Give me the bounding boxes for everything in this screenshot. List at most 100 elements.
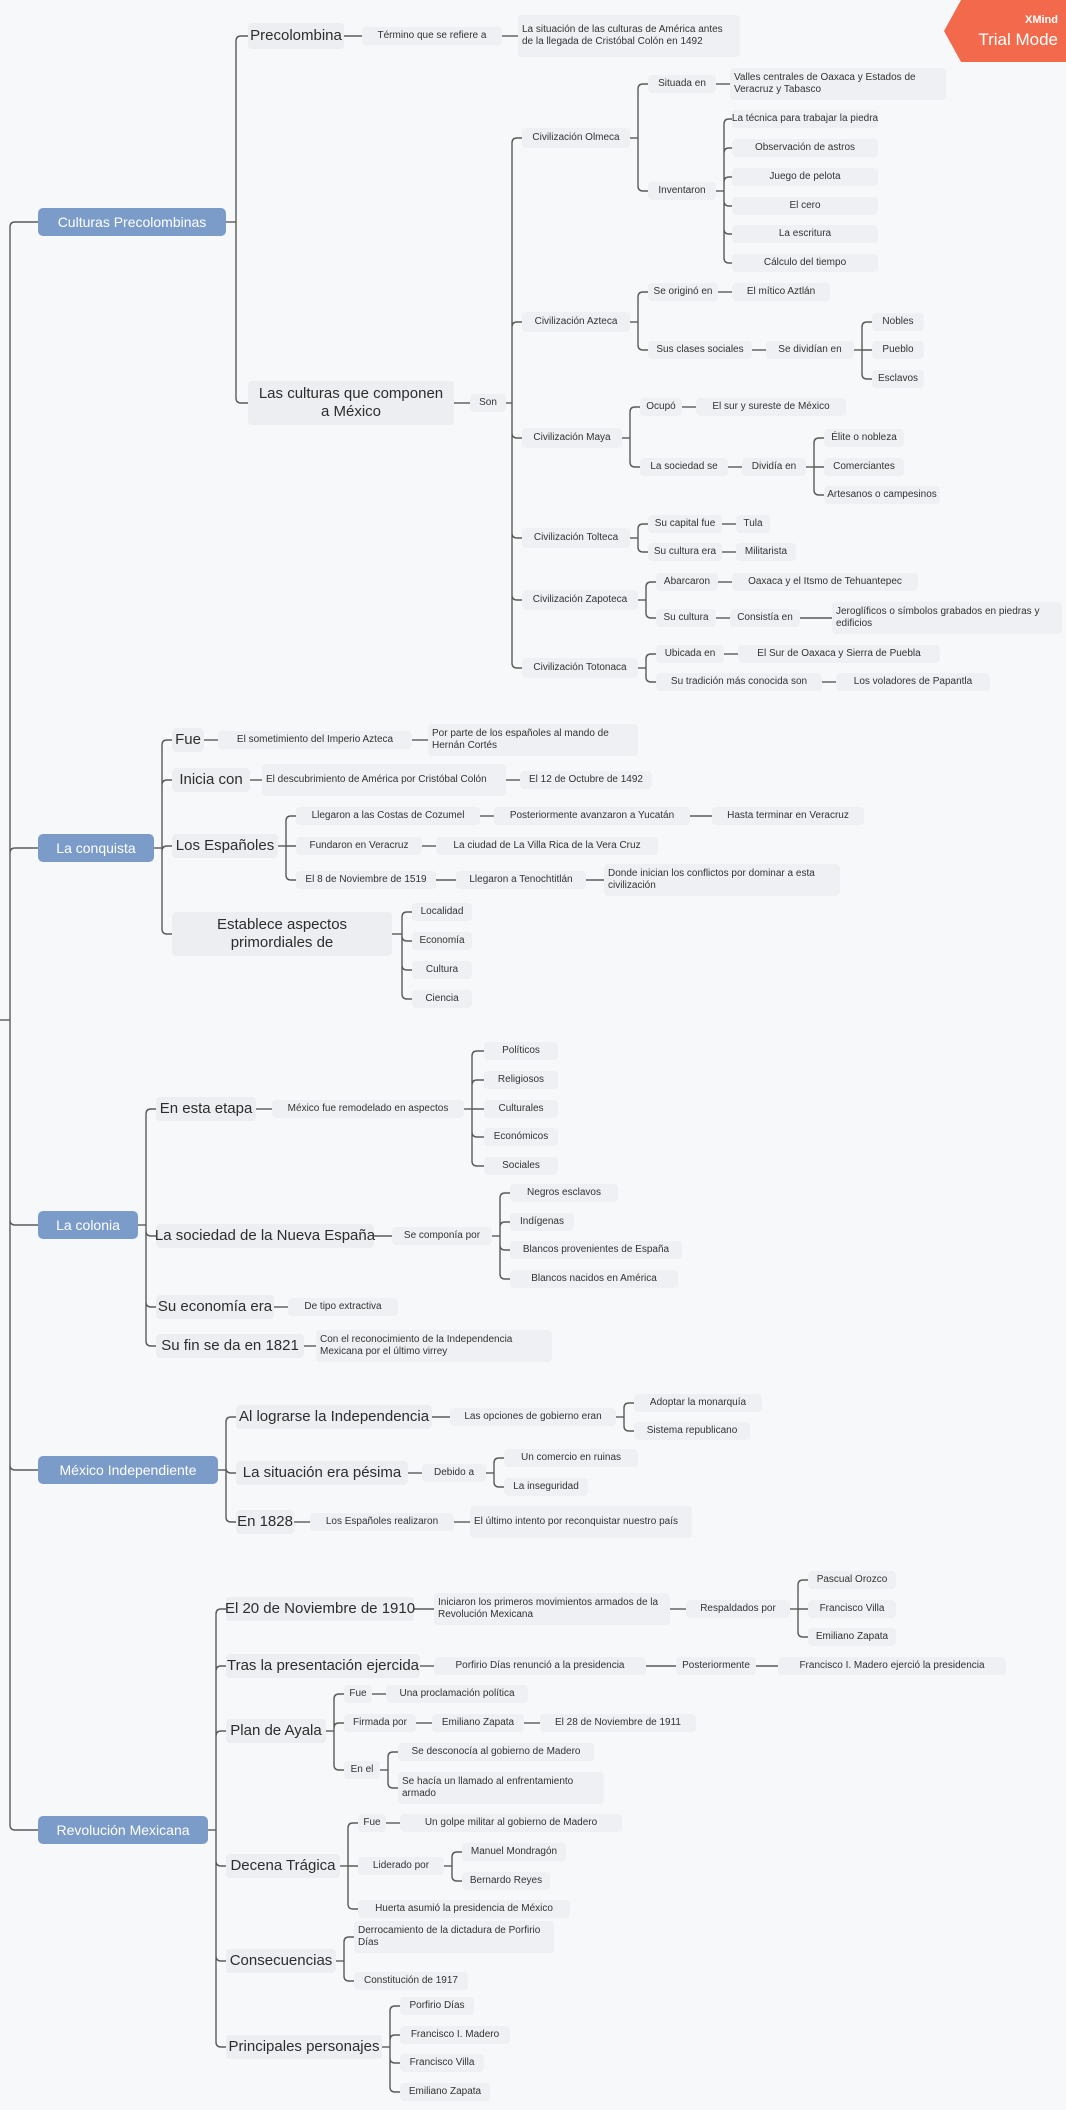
civ-olmeca[interactable]: Civilización Olmeca <box>522 128 630 148</box>
subtopic-economia[interactable]: Su economía era <box>156 1295 274 1319</box>
subtopic-sociedad[interactable]: La sociedad de la Nueva España <box>155 1224 375 1248</box>
node-28-noviembre[interactable]: El 28 de Noviembre de 1911 <box>540 1714 696 1732</box>
debido-inseguridad[interactable]: La inseguridad <box>504 1478 588 1496</box>
civ-zapoteca[interactable]: Civilización Zapoteca <box>522 590 638 610</box>
personaje-2[interactable]: Francisco I. Madero <box>400 2026 510 2044</box>
olmeca-invento-2[interactable]: Observación de astros <box>732 139 878 157</box>
civ-totonaca[interactable]: Civilización Totonaca <box>522 658 638 678</box>
colonia-aspecto-2[interactable]: Religiosos <box>484 1071 558 1089</box>
node-villa-rica[interactable]: La ciudad de La Villa Rica de la Vera Cr… <box>436 837 658 855</box>
colonia-aspecto-5[interactable]: Sociales <box>484 1157 558 1175</box>
subtopic-decena[interactable]: Decena Trágica <box>226 1854 340 1878</box>
azteca-clase-2[interactable]: Pueblo <box>872 341 924 359</box>
node-yucatan[interactable]: Posteriormente avanzaron a Yucatán <box>494 807 690 825</box>
node-remodelado[interactable]: México fue remodelado en aspectos <box>272 1100 464 1118</box>
consecuencia-1[interactable]: Derrocamiento de la dictadura de Porfiri… <box>354 1921 554 1953</box>
colonia-grupo-1[interactable]: Negros esclavos <box>510 1184 618 1202</box>
maya-clase-2[interactable]: Comerciantes <box>824 458 904 476</box>
subtopic-precolombina[interactable]: Precolombina <box>248 23 344 49</box>
respaldo-1[interactable]: Pascual Orozco <box>808 1571 896 1589</box>
personaje-4[interactable]: Emiliano Zapata <box>400 2083 490 2101</box>
node-madero-ejercio[interactable]: Francisco I. Madero ejerció la presidenc… <box>778 1657 1006 1675</box>
subtopic-inicia[interactable]: Inicia con <box>172 768 250 792</box>
topic-revolucion[interactable]: Revolución Mexicana <box>38 1816 208 1844</box>
civ-azteca[interactable]: Civilización Azteca <box>522 312 630 332</box>
node-proclamacion[interactable]: Una proclamación política <box>386 1685 528 1703</box>
maya-clase-3[interactable]: Artesanos o campesinos <box>824 486 940 504</box>
debido-comercio[interactable]: Un comercio en ruinas <box>504 1449 638 1467</box>
node-golpe[interactable]: Un golpe militar al gobierno de Madero <box>400 1814 622 1832</box>
node-ubicada-val[interactable]: El Sur de Oaxaca y Sierra de Puebla <box>738 645 940 663</box>
aspecto-4[interactable]: Ciencia <box>412 990 472 1008</box>
colonia-aspecto-4[interactable]: Económicos <box>484 1128 558 1146</box>
node-consistia[interactable]: Consistía en <box>730 609 800 627</box>
lider-reyes[interactable]: Bernardo Reyes <box>462 1872 550 1890</box>
node-oaxaca[interactable]: Oaxaca y el Itsmo de Tehuantepec <box>732 573 918 591</box>
aspecto-3[interactable]: Cultura <box>412 961 472 979</box>
node-huerta[interactable]: Huerta asumió la presidencia de México <box>358 1900 570 1918</box>
node-llamado[interactable]: Se hacía un llamado al enfrentamiento ar… <box>398 1772 604 1804</box>
node-dividia[interactable]: Dividía en <box>742 458 806 476</box>
node-situada[interactable]: Situada en <box>648 75 716 93</box>
olmeca-invento-3[interactable]: Juego de pelota <box>732 168 878 186</box>
node-clases[interactable]: Sus clases sociales <box>648 341 752 359</box>
subtopic-consecuencias[interactable]: Consecuencias <box>226 1949 336 1973</box>
node-tula[interactable]: Tula <box>736 515 770 533</box>
node-iniciaron[interactable]: Iniciaron los primeros movimientos armad… <box>434 1593 670 1625</box>
node-posteriormente[interactable]: Posteriormente <box>676 1657 756 1675</box>
node-precolombina-def[interactable]: La situación de las culturas de América … <box>518 15 740 57</box>
node-cozumel[interactable]: Llegaron a las Costas de Cozumel <box>296 807 480 825</box>
node-origino[interactable]: Se originó en <box>648 283 718 301</box>
node-enel[interactable]: En el <box>344 1761 380 1779</box>
lider-mondragon[interactable]: Manuel Mondragón <box>462 1843 566 1861</box>
node-tenochtitlan[interactable]: Llegaron a Tenochtitlán <box>456 871 586 889</box>
node-sociedad-maya[interactable]: La sociedad se <box>640 458 728 476</box>
subtopic-personajes[interactable]: Principales personajes <box>226 2035 382 2059</box>
node-dividian[interactable]: Se dividían en <box>766 341 854 359</box>
opcion-monarquia[interactable]: Adoptar la monarquía <box>634 1394 762 1412</box>
node-jeroglificos[interactable]: Jeroglíficos o símbolos grabados en pied… <box>832 602 1062 634</box>
node-inventaron[interactable]: Inventaron <box>648 182 716 200</box>
topic-independiente[interactable]: México Independiente <box>38 1456 218 1484</box>
node-militarista[interactable]: Militarista <box>736 543 796 561</box>
colonia-aspecto-3[interactable]: Culturales <box>484 1100 558 1118</box>
consecuencia-2[interactable]: Constitución de 1917 <box>354 1972 468 1990</box>
node-firmada[interactable]: Firmada por <box>344 1714 416 1732</box>
node-tradicion[interactable]: Su tradición más conocida son <box>656 673 822 691</box>
subtopic-tras[interactable]: Tras la presentación ejercida <box>226 1654 420 1678</box>
respaldo-3[interactable]: Emiliano Zapata <box>808 1628 896 1646</box>
olmeca-invento-5[interactable]: La escritura <box>732 225 878 243</box>
topic-conquista[interactable]: La conquista <box>38 834 154 862</box>
respaldo-2[interactable]: Francisco Villa <box>808 1600 896 1618</box>
node-porfirio-renuncio[interactable]: Porfirio Días renunció a la presidencia <box>434 1657 646 1675</box>
node-situada-val[interactable]: Valles centrales de Oaxaca y Estados de … <box>730 68 946 100</box>
node-opciones[interactable]: Las opciones de gobierno eran <box>450 1408 616 1426</box>
azteca-clase-3[interactable]: Esclavos <box>872 370 924 388</box>
olmeca-invento-1[interactable]: La técnica para trabajar la piedra <box>732 110 878 128</box>
topic-culturas[interactable]: Culturas Precolombinas <box>38 208 226 236</box>
node-ubicada[interactable]: Ubicada en <box>656 645 724 663</box>
node-desconocia[interactable]: Se desconocía al gobierno de Madero <box>398 1743 594 1761</box>
personaje-1[interactable]: Porfirio Días <box>400 1997 474 2015</box>
node-son[interactable]: Son <box>470 394 506 412</box>
colonia-grupo-4[interactable]: Blancos nacidos en América <box>510 1270 678 1288</box>
xmind-trial-badge[interactable]: XMind Trial Mode <box>944 0 1066 62</box>
node-12-octubre[interactable]: El 12 de Octubre de 1492 <box>520 771 652 789</box>
subtopic-etapa[interactable]: En esta etapa <box>156 1097 256 1121</box>
opcion-republicano[interactable]: Sistema republicano <box>634 1422 750 1440</box>
subtopic-componen[interactable]: Las culturas que componen a México <box>248 381 454 425</box>
node-cultura-zapoteca[interactable]: Su cultura <box>656 609 716 627</box>
subtopic-lograrse[interactable]: Al lograrse la Independencia <box>236 1405 432 1429</box>
node-capital[interactable]: Su capital fue <box>648 515 722 533</box>
node-decena-fue[interactable]: Fue <box>358 1814 386 1832</box>
node-8-noviembre[interactable]: El 8 de Noviembre de 1519 <box>296 871 436 889</box>
node-ocupo[interactable]: Ocupó <box>640 398 682 416</box>
node-debido[interactable]: Debido a <box>422 1464 486 1482</box>
node-componia[interactable]: Se componía por <box>392 1227 492 1245</box>
node-liderado[interactable]: Liderado por <box>358 1857 444 1875</box>
maya-clase-1[interactable]: Élite o nobleza <box>824 429 904 447</box>
node-zapata-firma[interactable]: Emiliano Zapata <box>432 1714 524 1732</box>
subtopic-fin[interactable]: Su fin se da en 1821 <box>156 1334 304 1358</box>
node-abarcaron[interactable]: Abarcaron <box>656 573 718 591</box>
colonia-aspecto-1[interactable]: Políticos <box>484 1042 558 1060</box>
